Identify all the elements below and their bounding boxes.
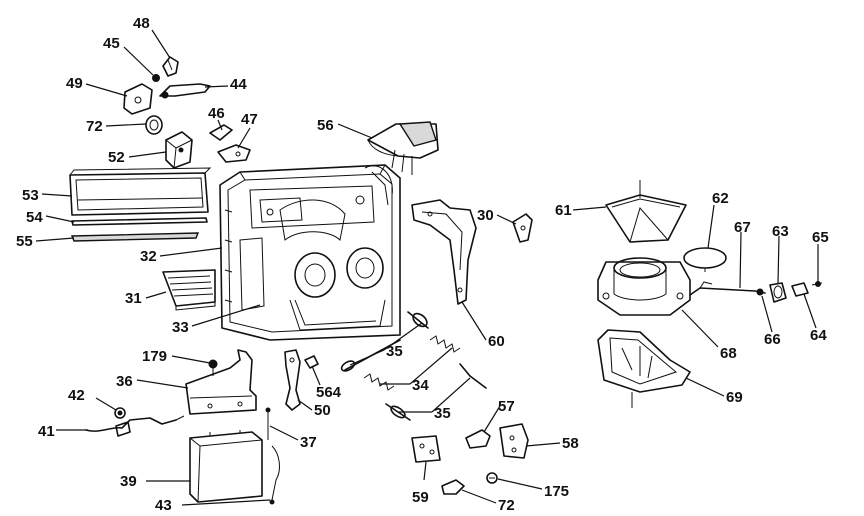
callout-72-bottom: 72 xyxy=(498,497,515,514)
callout-31: 31 xyxy=(125,290,142,307)
leader-lines xyxy=(35,29,819,506)
callout-33: 33 xyxy=(172,319,189,336)
part-54-strip xyxy=(71,217,208,226)
callout-41: 41 xyxy=(38,423,55,440)
part-175-screw xyxy=(486,472,498,484)
part-55-strip xyxy=(70,232,200,242)
callout-34: 34 xyxy=(412,377,429,394)
callout-42: 42 xyxy=(68,387,85,404)
callout-175: 175 xyxy=(544,483,569,500)
part-32-housing xyxy=(219,164,401,341)
callout-57: 57 xyxy=(498,398,515,415)
part-53-grille-frame xyxy=(69,167,212,216)
part-49 xyxy=(123,83,153,115)
callout-58: 58 xyxy=(562,435,579,452)
part-58-plate xyxy=(499,423,529,459)
part-62-disc xyxy=(683,247,727,272)
callout-43: 43 xyxy=(155,497,172,514)
callout-54: 54 xyxy=(26,209,43,226)
part-36-bracket xyxy=(185,349,257,415)
callout-55: 55 xyxy=(16,233,33,250)
part-72-bottom xyxy=(441,479,465,495)
callout-68: 68 xyxy=(720,345,737,362)
callout-59: 59 xyxy=(412,489,429,506)
callout-179: 179 xyxy=(142,348,167,365)
part-72-top xyxy=(145,115,163,135)
part-63 xyxy=(769,282,787,303)
part-67-rod xyxy=(689,281,766,296)
part-69-base-pan xyxy=(597,329,691,408)
callout-35-upper: 35 xyxy=(386,343,403,360)
part-61-hopper xyxy=(605,180,687,243)
part-30 xyxy=(512,213,533,243)
callout-56: 56 xyxy=(317,117,334,134)
callout-53: 53 xyxy=(22,187,39,204)
part-48 xyxy=(162,56,179,77)
callout-65: 65 xyxy=(812,229,829,246)
callout-49: 49 xyxy=(66,75,83,92)
callout-35-lower: 35 xyxy=(434,405,451,422)
callout-30: 30 xyxy=(477,207,494,224)
callout-63: 63 xyxy=(772,223,789,240)
callout-66: 66 xyxy=(764,331,781,348)
callout-37: 37 xyxy=(300,434,317,451)
part-43-wire xyxy=(269,445,280,505)
part-59-plate xyxy=(411,435,441,463)
part-41-cable xyxy=(85,415,185,437)
part-45 xyxy=(152,74,160,82)
part-47 xyxy=(217,144,251,163)
callout-62: 62 xyxy=(712,190,729,207)
part-60-bracket xyxy=(411,199,477,305)
callout-564: 564 xyxy=(316,384,342,401)
callout-69: 69 xyxy=(726,389,743,406)
callout-48: 48 xyxy=(133,15,150,32)
callout-46: 46 xyxy=(208,105,225,122)
part-31-tray xyxy=(162,269,216,311)
part-57-clip xyxy=(465,429,491,449)
callout-36: 36 xyxy=(116,373,133,390)
part-564 xyxy=(304,355,319,369)
callout-50: 50 xyxy=(314,402,331,419)
part-50-hanger xyxy=(284,349,301,411)
callout-72: 72 xyxy=(86,118,103,135)
part-52 xyxy=(165,131,193,169)
part-56-socket xyxy=(367,121,439,175)
part-65 xyxy=(811,281,823,287)
part-46 xyxy=(209,124,233,141)
part-64 xyxy=(791,282,809,297)
callout-labels: 48 45 49 44 72 46 47 52 56 53 54 55 32 3… xyxy=(16,15,829,514)
callout-64: 64 xyxy=(810,327,827,344)
callout-45: 45 xyxy=(103,35,120,52)
part-34-spring xyxy=(363,335,461,391)
callout-60: 60 xyxy=(488,333,505,350)
part-66 xyxy=(756,288,764,296)
callout-44: 44 xyxy=(230,76,247,93)
part-44 xyxy=(159,83,211,99)
callout-39: 39 xyxy=(120,473,137,490)
part-68-blower-housing xyxy=(597,257,691,316)
callout-61: 61 xyxy=(555,202,572,219)
callout-32: 32 xyxy=(140,248,157,265)
part-42-screw xyxy=(114,407,126,419)
callout-47: 47 xyxy=(241,111,258,128)
callout-52: 52 xyxy=(108,149,125,166)
part-37-pin xyxy=(265,407,271,440)
callout-67: 67 xyxy=(734,219,751,236)
part-39-box xyxy=(189,430,263,503)
